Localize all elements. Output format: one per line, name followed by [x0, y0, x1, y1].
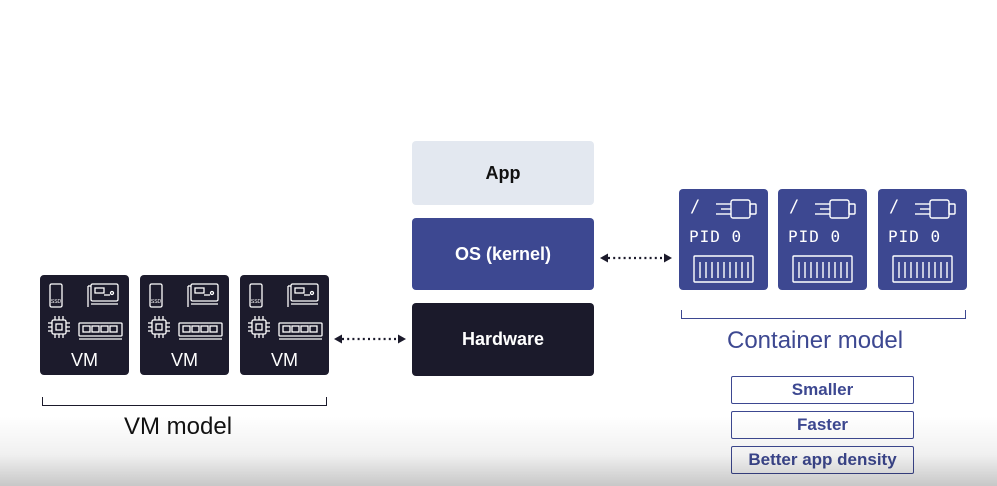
plug-cable-icon — [716, 199, 757, 219]
vm-tile-3: SSD — [240, 275, 329, 375]
vm-label: VM — [171, 350, 198, 370]
ssd-icon: SSD — [149, 283, 163, 308]
benefit-better-app-density: Better app density — [731, 446, 914, 474]
memory-module-icon — [178, 322, 223, 340]
ssd-text: SSD — [151, 299, 162, 305]
container-tile-1: / PID 0 — [679, 189, 768, 290]
os-kernel-layer: OS (kernel) — [412, 218, 594, 290]
container-pid: PID 0 — [888, 227, 942, 246]
app-layer: App — [412, 141, 594, 205]
storage-rack-icon — [792, 255, 853, 283]
cpu-chip-icon — [248, 316, 270, 338]
network-card-icon — [87, 283, 119, 307]
memory-module-icon — [78, 322, 123, 340]
container-tile-2: / PID 0 — [778, 189, 867, 290]
container-os-connector — [600, 253, 672, 263]
hardware-layer-label: Hardware — [461, 329, 545, 349]
cpu-chip-icon — [48, 316, 70, 338]
vm-model-label: VM model — [124, 413, 233, 440]
network-card-icon — [287, 283, 319, 307]
container-root-path: / — [889, 197, 900, 217]
container-root-path: / — [690, 197, 701, 217]
app-layer-label: App — [485, 162, 521, 183]
vm-label: VM — [71, 350, 98, 370]
vm-hardware-connector — [334, 334, 406, 344]
memory-module-icon — [278, 322, 323, 340]
storage-rack-icon — [693, 255, 754, 283]
network-card-icon — [187, 283, 219, 307]
vm-label: VM — [271, 350, 298, 370]
ssd-icon: SSD — [49, 283, 63, 308]
container-pid: PID 0 — [788, 227, 842, 246]
container-tile-3: / PID 0 — [878, 189, 967, 290]
ssd-icon: SSD — [249, 283, 263, 308]
os-kernel-layer-label: OS (kernel) — [454, 243, 552, 264]
vm-model-bracket — [42, 397, 327, 406]
storage-rack-icon — [892, 255, 953, 283]
container-root-path: / — [789, 197, 800, 217]
vm-tile-1: SSD — [40, 275, 129, 375]
hardware-layer: Hardware — [412, 303, 594, 376]
ssd-text: SSD — [51, 299, 62, 305]
container-model-label: Container model — [727, 327, 904, 354]
benefit-faster: Faster — [731, 411, 914, 439]
plug-cable-icon — [915, 199, 956, 219]
vm-tile-2: SSD — [140, 275, 229, 375]
container-model-bracket — [681, 310, 966, 319]
benefit-smaller: Smaller — [731, 376, 914, 404]
container-pid: PID 0 — [689, 227, 743, 246]
plug-cable-icon — [815, 199, 856, 219]
cpu-chip-icon — [148, 316, 170, 338]
ssd-text: SSD — [251, 299, 262, 305]
